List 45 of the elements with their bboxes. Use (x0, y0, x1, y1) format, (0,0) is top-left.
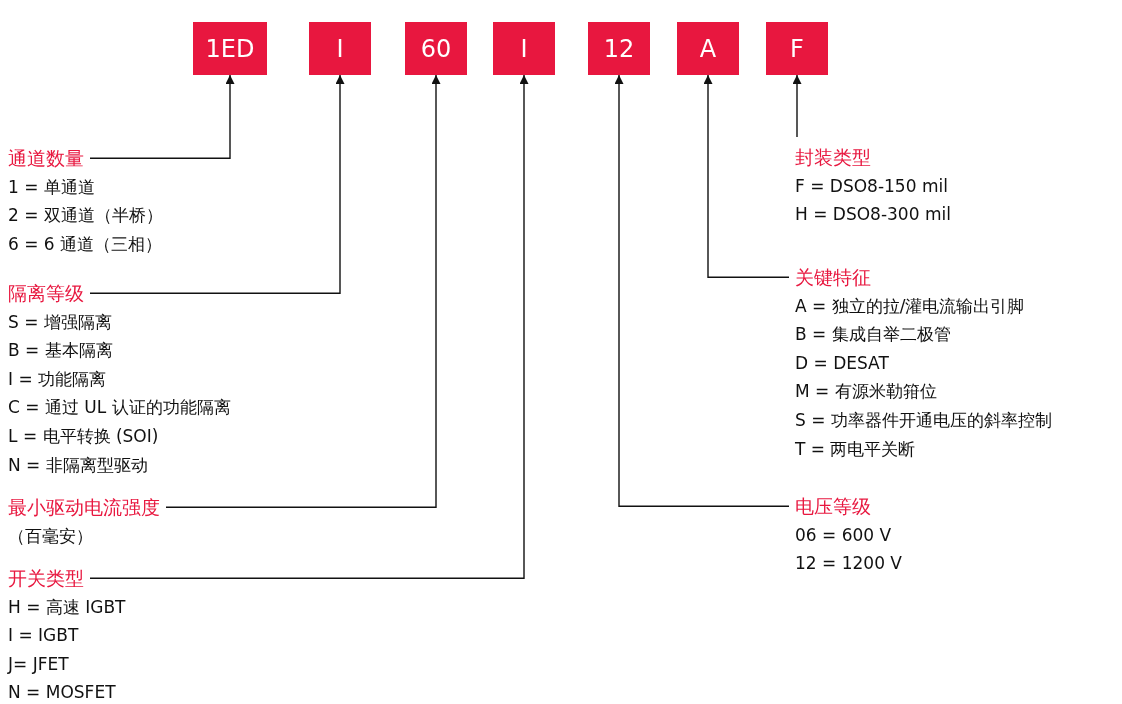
code-description: C = 通过 UL 认证的功能隔离 (8, 396, 231, 420)
code-description: N = 非隔离型驱动 (8, 453, 148, 477)
code-description: I = IGBT (8, 624, 79, 648)
code-segment-box: 60 (405, 22, 467, 75)
code-description: M = 有源米勒箝位 (795, 380, 937, 404)
code-description: （百毫安） (8, 524, 93, 548)
code-description: T = 两电平关断 (795, 437, 916, 461)
code-description: A = 独立的拉/灌电流输出引脚 (795, 294, 1025, 318)
code-description: S = 功率器件开通电压的斜率控制 (795, 408, 1052, 432)
connector-arrow (165, 74, 441, 508)
code-description: N = MOSFET (8, 681, 116, 704)
code-description: 2 = 双通道（半桥） (8, 204, 163, 228)
code-description: H = 高速 IGBT (8, 595, 126, 619)
connector-arrow (89, 74, 235, 159)
connector-arrow (703, 74, 790, 278)
code-description: H = DSO8-300 mil (795, 203, 951, 227)
connector-arrow (792, 74, 802, 138)
code-description: 06 = 600 V (795, 523, 892, 547)
code-segment-box: A (677, 22, 739, 75)
category-heading: 封装类型 (795, 145, 871, 170)
code-description: B = 基本隔离 (8, 339, 113, 363)
code-segment-box: F (766, 22, 828, 75)
code-description: L = 电平转换 (SOI) (8, 424, 159, 448)
code-description: D = DESAT (795, 351, 889, 375)
code-description: 6 = 6 通道（三相） (8, 232, 163, 256)
connector-arrow (614, 74, 790, 507)
code-segment-box: 1ED (193, 22, 267, 75)
category-heading: 隔离等级 (8, 281, 84, 306)
code-description: B = 集成自举二极管 (795, 323, 951, 347)
connector-arrow (89, 74, 345, 294)
category-heading: 最小驱动电流强度 (8, 495, 160, 520)
code-description: I = 功能隔离 (8, 367, 107, 391)
connector-arrow (89, 74, 529, 579)
code-description: S = 增强隔离 (8, 310, 112, 334)
category-heading: 开关类型 (8, 566, 84, 591)
category-heading: 通道数量 (8, 146, 84, 171)
category-heading: 关键特征 (795, 265, 871, 290)
code-segment-box: I (493, 22, 555, 75)
code-segment-box: 12 (588, 22, 650, 75)
code-segment-box: I (309, 22, 371, 75)
code-description: 12 = 1200 V (795, 552, 902, 576)
code-description: 1 = 单通道 (8, 175, 95, 199)
code-description: J= JFET (8, 652, 69, 676)
category-heading: 电压等级 (795, 494, 871, 519)
code-description: F = DSO8-150 mil (795, 174, 948, 198)
